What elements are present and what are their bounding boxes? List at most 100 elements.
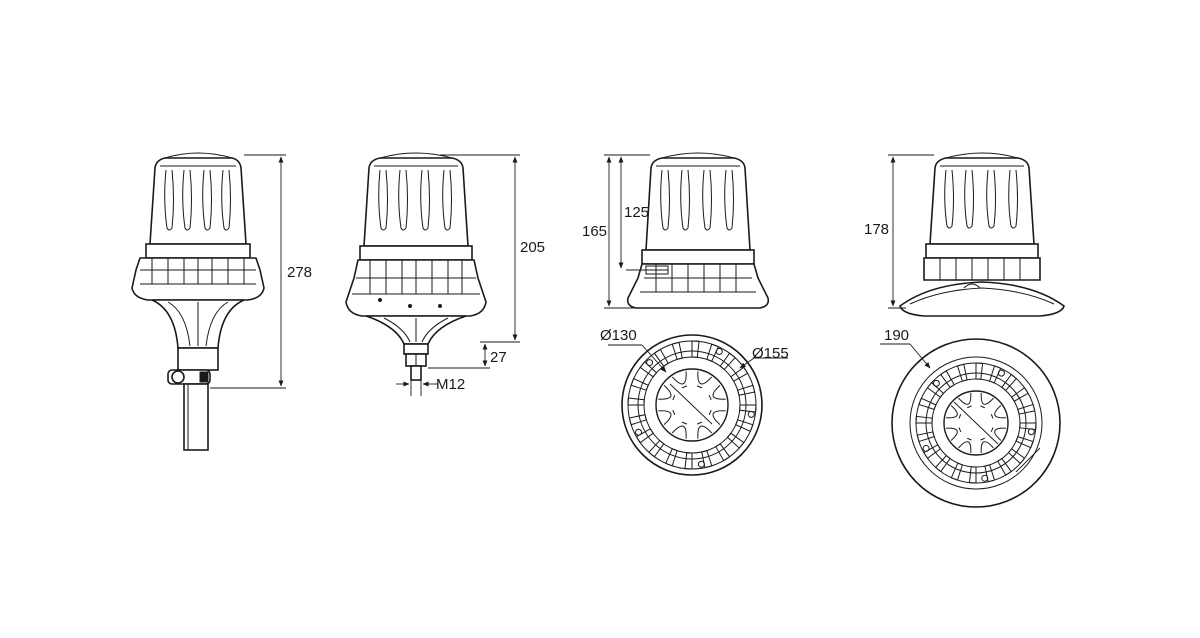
flat-star-arm [712, 384, 726, 400]
flat-rib [653, 348, 669, 367]
magnetic-rib-screw [997, 369, 1005, 377]
flat-rib-screw [747, 410, 755, 418]
dim-flat-height: 165 [582, 223, 607, 240]
magnetic-star-arm [980, 393, 994, 405]
magnetic-star-arm [966, 405, 972, 409]
flat-base [626, 263, 770, 309]
magnetic-rib [934, 454, 951, 473]
flat-rib-screw [635, 428, 643, 436]
magnetic-rib-screw [981, 474, 989, 482]
flat-rib [701, 450, 713, 469]
flat-rib [635, 428, 654, 444]
magnetic-rib [975, 362, 984, 380]
magnetic-base [899, 281, 1065, 317]
magnetic-star-arm [994, 405, 1006, 419]
magnetic-rib [968, 466, 977, 484]
flat-rib [630, 377, 649, 391]
magnetic-rib [988, 365, 1002, 384]
flat-rib [671, 341, 683, 360]
magnetic-rib [950, 462, 964, 481]
dim-magnetic-diameter: 190 [884, 327, 909, 344]
magnetic-rib [997, 457, 1012, 476]
dim-pole-height: 278 [287, 264, 312, 281]
magnetic-rib [956, 363, 968, 382]
flat-rib [726, 432, 745, 449]
flat-rib [691, 340, 700, 358]
magnetic-mount-side-view: 178 [864, 152, 1065, 317]
dim-bolt-thread: M12 [436, 376, 465, 393]
flat-star-arm [672, 394, 676, 401]
flat-rib-screw [646, 359, 654, 367]
magnetic-rib [1019, 422, 1037, 431]
magnetic-rib [916, 431, 935, 443]
flat-star-arm [697, 425, 713, 439]
magnetic-mount-top-view: 190 [880, 327, 1061, 508]
magnetic-rib [1007, 448, 1026, 465]
magnetic-rib [984, 464, 996, 483]
magnetic-star-arm [966, 437, 972, 441]
flat-star-arm [712, 410, 726, 426]
flat-rib [684, 452, 693, 470]
flat-mount-side-view: 165 125 [582, 152, 770, 309]
flat-rib [737, 384, 756, 396]
dim-flat-inner-diameter: Ø130 [600, 327, 637, 344]
flat-star-arm [671, 425, 687, 439]
flat-rib [739, 404, 757, 413]
magnetic-star-arm [980, 441, 994, 453]
magnetic-rib [940, 370, 955, 389]
magnetic-rib-screw [1027, 428, 1035, 436]
flat-star-arm [681, 385, 688, 389]
flat-rib [719, 352, 736, 371]
magnetic-rib [1015, 435, 1034, 449]
magnetic-star-arm [946, 427, 958, 441]
dim-bolt-height: 205 [520, 239, 545, 256]
magnetic-star-arm [994, 427, 1006, 441]
flat-rib-screw [697, 460, 705, 468]
flat-rib [706, 343, 720, 362]
flat-star-arm [658, 384, 672, 400]
flat-star-arm [708, 394, 712, 401]
pole-mount-view: 278 [131, 152, 312, 451]
magnetic-star-arm [958, 441, 972, 453]
flat-star-arm [672, 409, 676, 416]
flat-star-arm [708, 409, 712, 416]
flat-star-arm [681, 421, 688, 425]
magnetic-star-arm [958, 413, 962, 419]
magnetic-rib [915, 415, 933, 424]
magnetic-rib [1017, 403, 1036, 415]
dim-magnetic-height: 178 [864, 221, 889, 238]
magnetic-star-arm [958, 393, 972, 405]
dim-bolt-stud: 27 [490, 349, 507, 366]
magnetic-rib-screw [922, 444, 930, 452]
bolt-stud [410, 365, 422, 381]
magnetic-rib [918, 397, 937, 411]
flat-star-arm [696, 385, 703, 389]
flat-mount-top-view: Ø130 Ø155 [600, 327, 789, 476]
flat-rib-screw [715, 348, 723, 356]
flat-rib [648, 439, 665, 458]
magnetic-rib [1010, 387, 1029, 402]
flat-rib [715, 443, 731, 462]
magnetic-star-arm [990, 413, 994, 419]
magnetic-star-arm [946, 405, 958, 419]
magnetic-rib [923, 444, 942, 459]
flat-rib [735, 419, 754, 433]
magnetic-star-arm [980, 437, 986, 441]
magnetic-star-arm [958, 427, 962, 433]
flat-star-arm [697, 371, 713, 385]
dim-flat-outer-diameter: Ø155 [752, 345, 789, 362]
magnetic-star-arm [990, 427, 994, 433]
flat-rib [730, 366, 749, 382]
flat-star-arm [658, 410, 672, 426]
flat-rib [627, 397, 645, 406]
flat-rib [664, 448, 678, 467]
flat-star-arm [671, 371, 687, 385]
magnetic-rib [926, 381, 945, 398]
magnetic-rib [1001, 373, 1018, 392]
magnetic-star-arm [980, 405, 986, 409]
bolt-mount-view: 205 27 M12 [345, 152, 545, 396]
flat-rib [639, 361, 658, 378]
dim-flat-dome-height: 125 [624, 204, 649, 221]
flat-rib [628, 414, 647, 426]
